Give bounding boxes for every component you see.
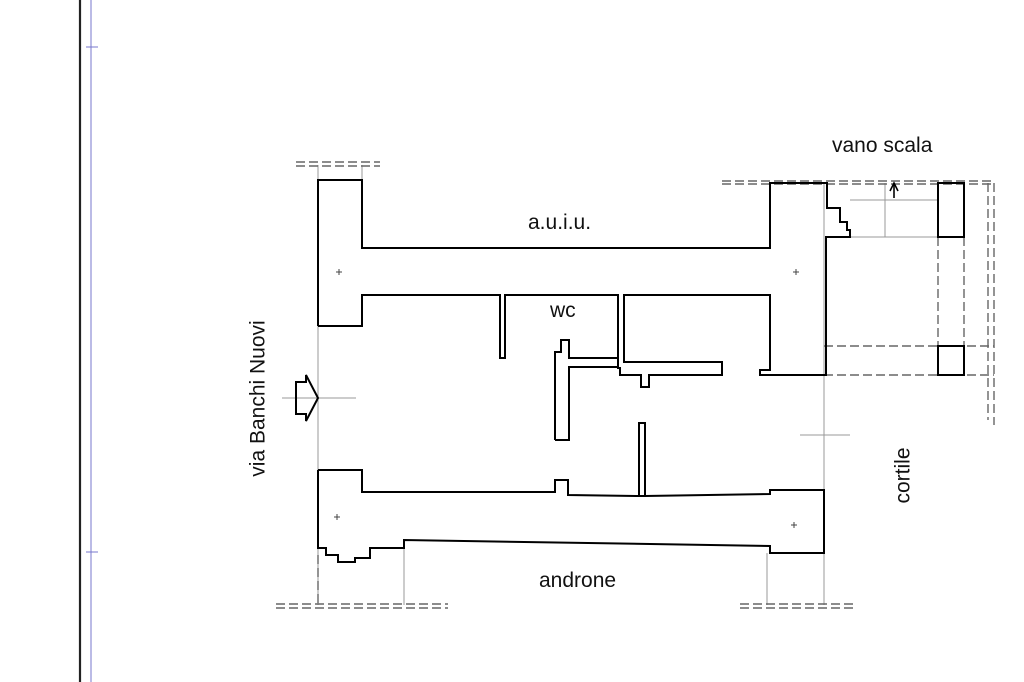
entrance-arrow-icon [295,374,320,422]
stair-block-bottom [937,345,965,376]
bottom-wall [317,469,825,563]
label-via-banchi-nuovi: via Banchi Nuovi [246,320,270,477]
label-vano-scala: vano scala [832,134,933,157]
top-wall [317,179,851,388]
label-androne: androne [539,569,617,592]
central-pier [554,339,619,441]
center-marks [334,269,799,528]
lower-pier [638,422,646,497]
label-wc: wc [550,299,576,322]
page-frame [78,0,98,682]
dashed-boundaries [276,161,995,609]
label-auiu: a.u.i.u. [528,211,592,234]
stair-arrow-icon [889,181,899,198]
label-cortile: cortile [891,447,915,504]
walls [317,179,965,563]
reference-lines [282,165,937,605]
stair-block-top [937,182,965,238]
